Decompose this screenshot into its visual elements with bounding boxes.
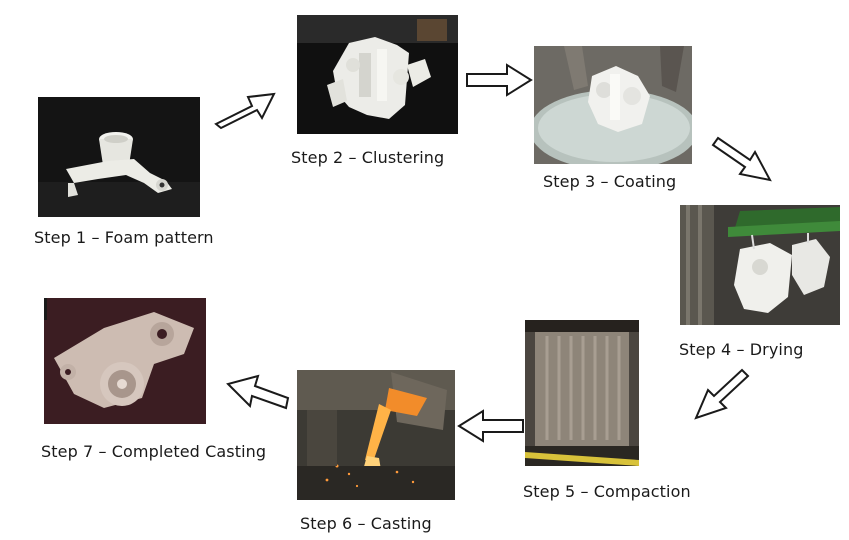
arrow-step4-to-step5 [690,368,756,426]
step7-completed-casting-photo [44,298,206,424]
step6-label: Step 6 – Casting [300,514,432,533]
step5-compaction-photo [525,320,639,466]
arrow-step1-to-step2 [210,80,280,140]
arrow-step6-to-step7 [224,372,290,418]
step4-drying-photo [680,205,840,325]
step3-label: Step 3 – Coating [543,172,677,191]
arrow-step3-to-step4 [708,130,778,190]
arrow-step2-to-step3 [465,62,535,102]
step1-foam-pattern-photo [38,97,200,217]
step1-label: Step 1 – Foam pattern [34,228,214,247]
step2-clustering-photo [297,15,458,134]
step5-label: Step 5 – Compaction [523,482,691,501]
step6-casting-photo [297,370,455,500]
step2-label: Step 2 – Clustering [291,148,445,167]
step7-label: Step 7 – Completed Casting [41,442,267,461]
step4-label: Step 4 – Drying [679,340,804,359]
step3-coating-photo [534,46,692,164]
arrow-step5-to-step6 [455,408,527,448]
